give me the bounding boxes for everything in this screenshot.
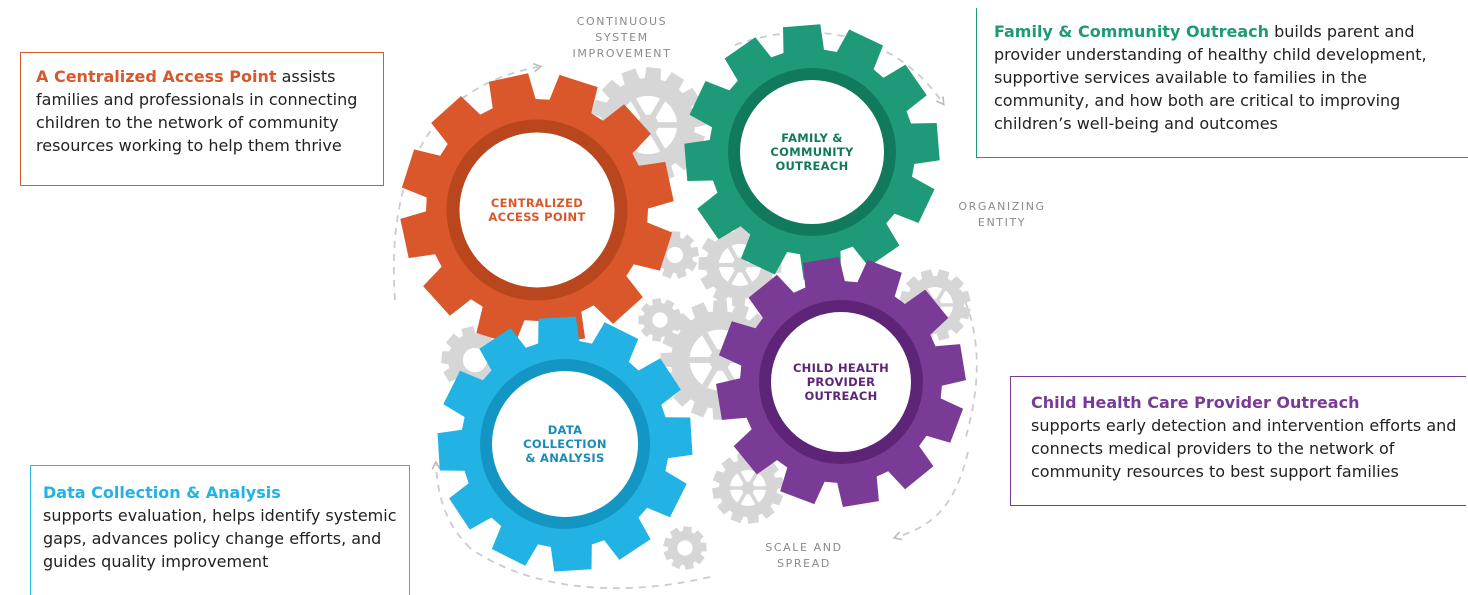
cycle-arrow-top-left	[393, 63, 543, 301]
background-gear-9	[663, 526, 707, 570]
gear-child	[716, 257, 966, 507]
gear-data	[437, 316, 693, 572]
cycle-arrow-bottom-right	[892, 451, 969, 541]
cycle-arrow-bottom-left	[431, 460, 471, 549]
cycle-arrow-bottom	[469, 547, 711, 590]
callout-title: Data Collection & Analysis	[43, 483, 281, 502]
gear-family	[684, 24, 940, 280]
callout-text: builds parent and provider understanding…	[994, 22, 1427, 133]
callout-title: A Centralized Access Point	[36, 67, 277, 86]
gear-access	[400, 73, 674, 347]
callout-centralized-access-point: A Centralized Access Point assists famil…	[20, 52, 384, 186]
callout-title: Family & Community Outreach	[994, 22, 1269, 41]
callout-text: supports early detection and interventio…	[1031, 416, 1457, 481]
callout-family-community-outreach: Family & Community Outreach builds paren…	[976, 8, 1468, 158]
main-gears	[400, 24, 966, 572]
callout-text: assists families and professionals in co…	[36, 67, 358, 155]
callout-child-health-provider-outreach: Child Health Care Provider Outreach suppo…	[1010, 376, 1466, 506]
background-gear-8	[712, 452, 784, 524]
cycle-arrow-right	[959, 289, 978, 441]
callout-text: supports evaluation, helps identify syst…	[43, 506, 397, 571]
callout-title: Child Health Care Provider Outreach	[1031, 393, 1360, 412]
background-gear-7	[638, 298, 682, 342]
callout-data-collection-analysis: Data Collection & Analysis supports evalu…	[30, 465, 410, 595]
